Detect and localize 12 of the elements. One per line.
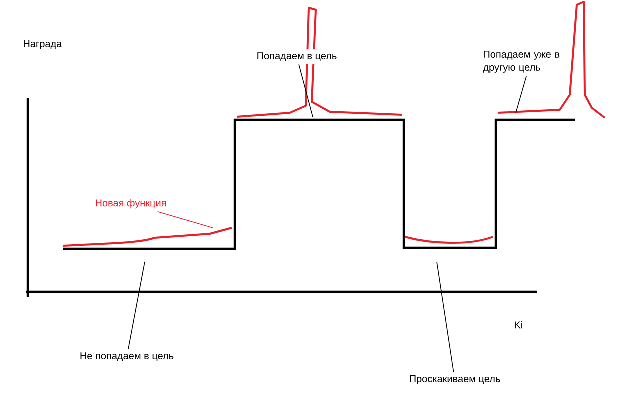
leader-line xyxy=(128,262,146,350)
annotation-text: Новая функция xyxy=(96,199,166,209)
leader-line xyxy=(516,76,528,114)
axis-label: Ki xyxy=(515,321,522,329)
leader-line xyxy=(298,64,314,118)
axis-label: Награда xyxy=(24,40,62,50)
leader-line xyxy=(157,211,214,228)
annotation-text: Попадаем уже в другую цель xyxy=(483,51,560,73)
leader-line xyxy=(436,262,454,373)
annotation-text: Попадаем в цель xyxy=(254,50,340,64)
annotation-text: Проскакиваем цель xyxy=(410,376,500,384)
annotation-text: Не попадаем в цель xyxy=(80,352,174,362)
